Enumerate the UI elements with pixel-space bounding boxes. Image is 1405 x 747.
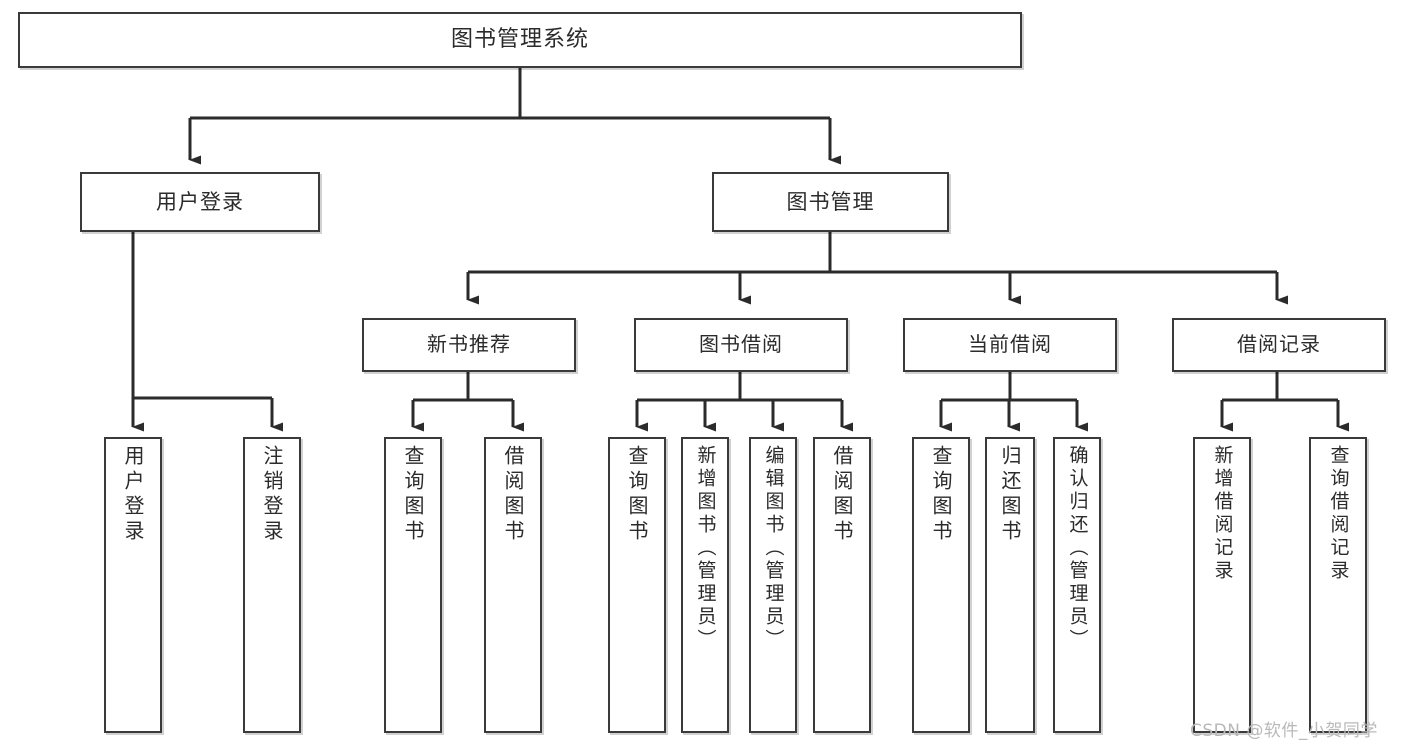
node-leaf-borrow-book-recommend-label: 借阅图书 <box>501 445 525 545</box>
node-leaf-query-book-borrow-label: 查询图书 <box>625 445 649 545</box>
node-leaf-query-borrow-record[interactable]: 查询借阅记录 <box>1309 437 1367 733</box>
node-book-borrow-label: 图书借阅 <box>699 332 783 357</box>
node-leaf-borrow-book-recommend[interactable]: 借阅图书 <box>484 437 542 733</box>
node-leaf-query-book-current-label: 查询图书 <box>929 445 953 545</box>
node-leaf-logout-label: 注销登录 <box>260 445 284 545</box>
node-book-borrow[interactable]: 图书借阅 <box>634 318 848 372</box>
node-leaf-query-book-recommend-label: 查询图书 <box>401 445 425 545</box>
node-borrow-record-label: 借阅记录 <box>1237 332 1321 357</box>
node-leaf-logout[interactable]: 注销登录 <box>243 437 301 733</box>
node-root-system-label: 图书管理系统 <box>450 27 589 53</box>
node-book-management-label: 图书管理 <box>786 189 875 214</box>
node-leaf-add-borrow-record[interactable]: 新增借阅记录 <box>1193 437 1251 733</box>
node-leaf-return-book-label: 归还图书 <box>998 445 1022 545</box>
node-leaf-user-login[interactable]: 用户登录 <box>104 437 162 733</box>
node-leaf-query-borrow-record-label: 查询借阅记录 <box>1327 445 1350 583</box>
node-leaf-query-book-current[interactable]: 查询图书 <box>912 437 970 733</box>
node-leaf-edit-book-admin[interactable]: 编辑图书（管理员） <box>749 437 797 733</box>
node-new-book-recommend-label: 新书推荐 <box>427 332 511 357</box>
csdn-watermark: CSDN @软件_小贺同学 <box>1190 721 1378 741</box>
node-current-borrow-label: 当前借阅 <box>968 332 1052 357</box>
node-new-book-recommend[interactable]: 新书推荐 <box>362 318 576 372</box>
node-leaf-edit-book-admin-label: 编辑图书（管理员） <box>762 445 785 652</box>
node-user-login-label: 用户登录 <box>156 189 244 214</box>
node-leaf-return-book[interactable]: 归还图书 <box>985 437 1035 733</box>
node-leaf-confirm-return-admin[interactable]: 确认归还（管理员） <box>1053 437 1101 733</box>
node-borrow-record[interactable]: 借阅记录 <box>1172 318 1386 372</box>
node-leaf-user-login-label: 用户登录 <box>121 445 145 545</box>
node-leaf-add-book-admin-label: 新增图书（管理员） <box>694 445 717 652</box>
node-leaf-borrow-book-label: 借阅图书 <box>830 445 854 545</box>
node-leaf-add-borrow-record-label: 新增借阅记录 <box>1211 445 1234 583</box>
node-user-login[interactable]: 用户登录 <box>80 172 320 232</box>
node-current-borrow[interactable]: 当前借阅 <box>903 318 1117 372</box>
node-leaf-confirm-return-admin-label: 确认归还（管理员） <box>1066 445 1089 652</box>
node-book-management[interactable]: 图书管理 <box>712 172 949 232</box>
node-leaf-query-book-recommend[interactable]: 查询图书 <box>384 437 442 733</box>
node-root-system[interactable]: 图书管理系统 <box>18 12 1022 68</box>
node-leaf-query-book-borrow[interactable]: 查询图书 <box>608 437 666 733</box>
node-leaf-borrow-book[interactable]: 借阅图书 <box>813 437 871 733</box>
node-leaf-add-book-admin[interactable]: 新增图书（管理员） <box>681 437 729 733</box>
